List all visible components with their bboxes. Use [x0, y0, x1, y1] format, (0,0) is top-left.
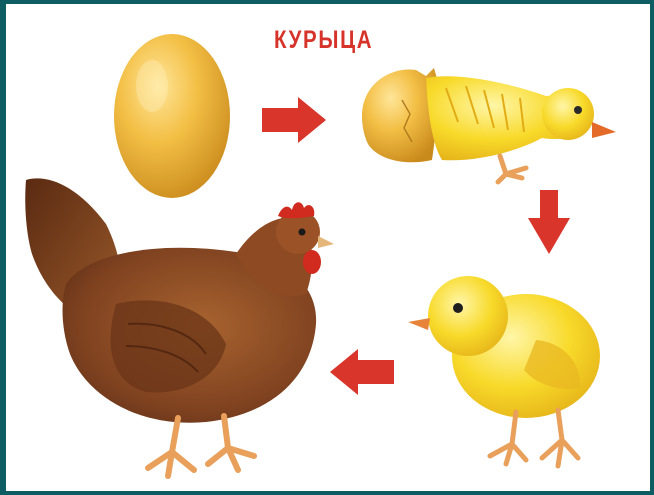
life-cycle-card: КУРЫЦА [6, 4, 650, 491]
arrow-down-icon [528, 190, 570, 254]
hatching-chick-icon [362, 68, 616, 182]
arrow-left-icon [330, 349, 394, 395]
chick-icon [408, 276, 600, 466]
hen-icon [25, 178, 334, 476]
life-cycle-illustration [6, 4, 650, 491]
egg-icon [114, 34, 230, 198]
arrow-right-icon [262, 97, 326, 143]
